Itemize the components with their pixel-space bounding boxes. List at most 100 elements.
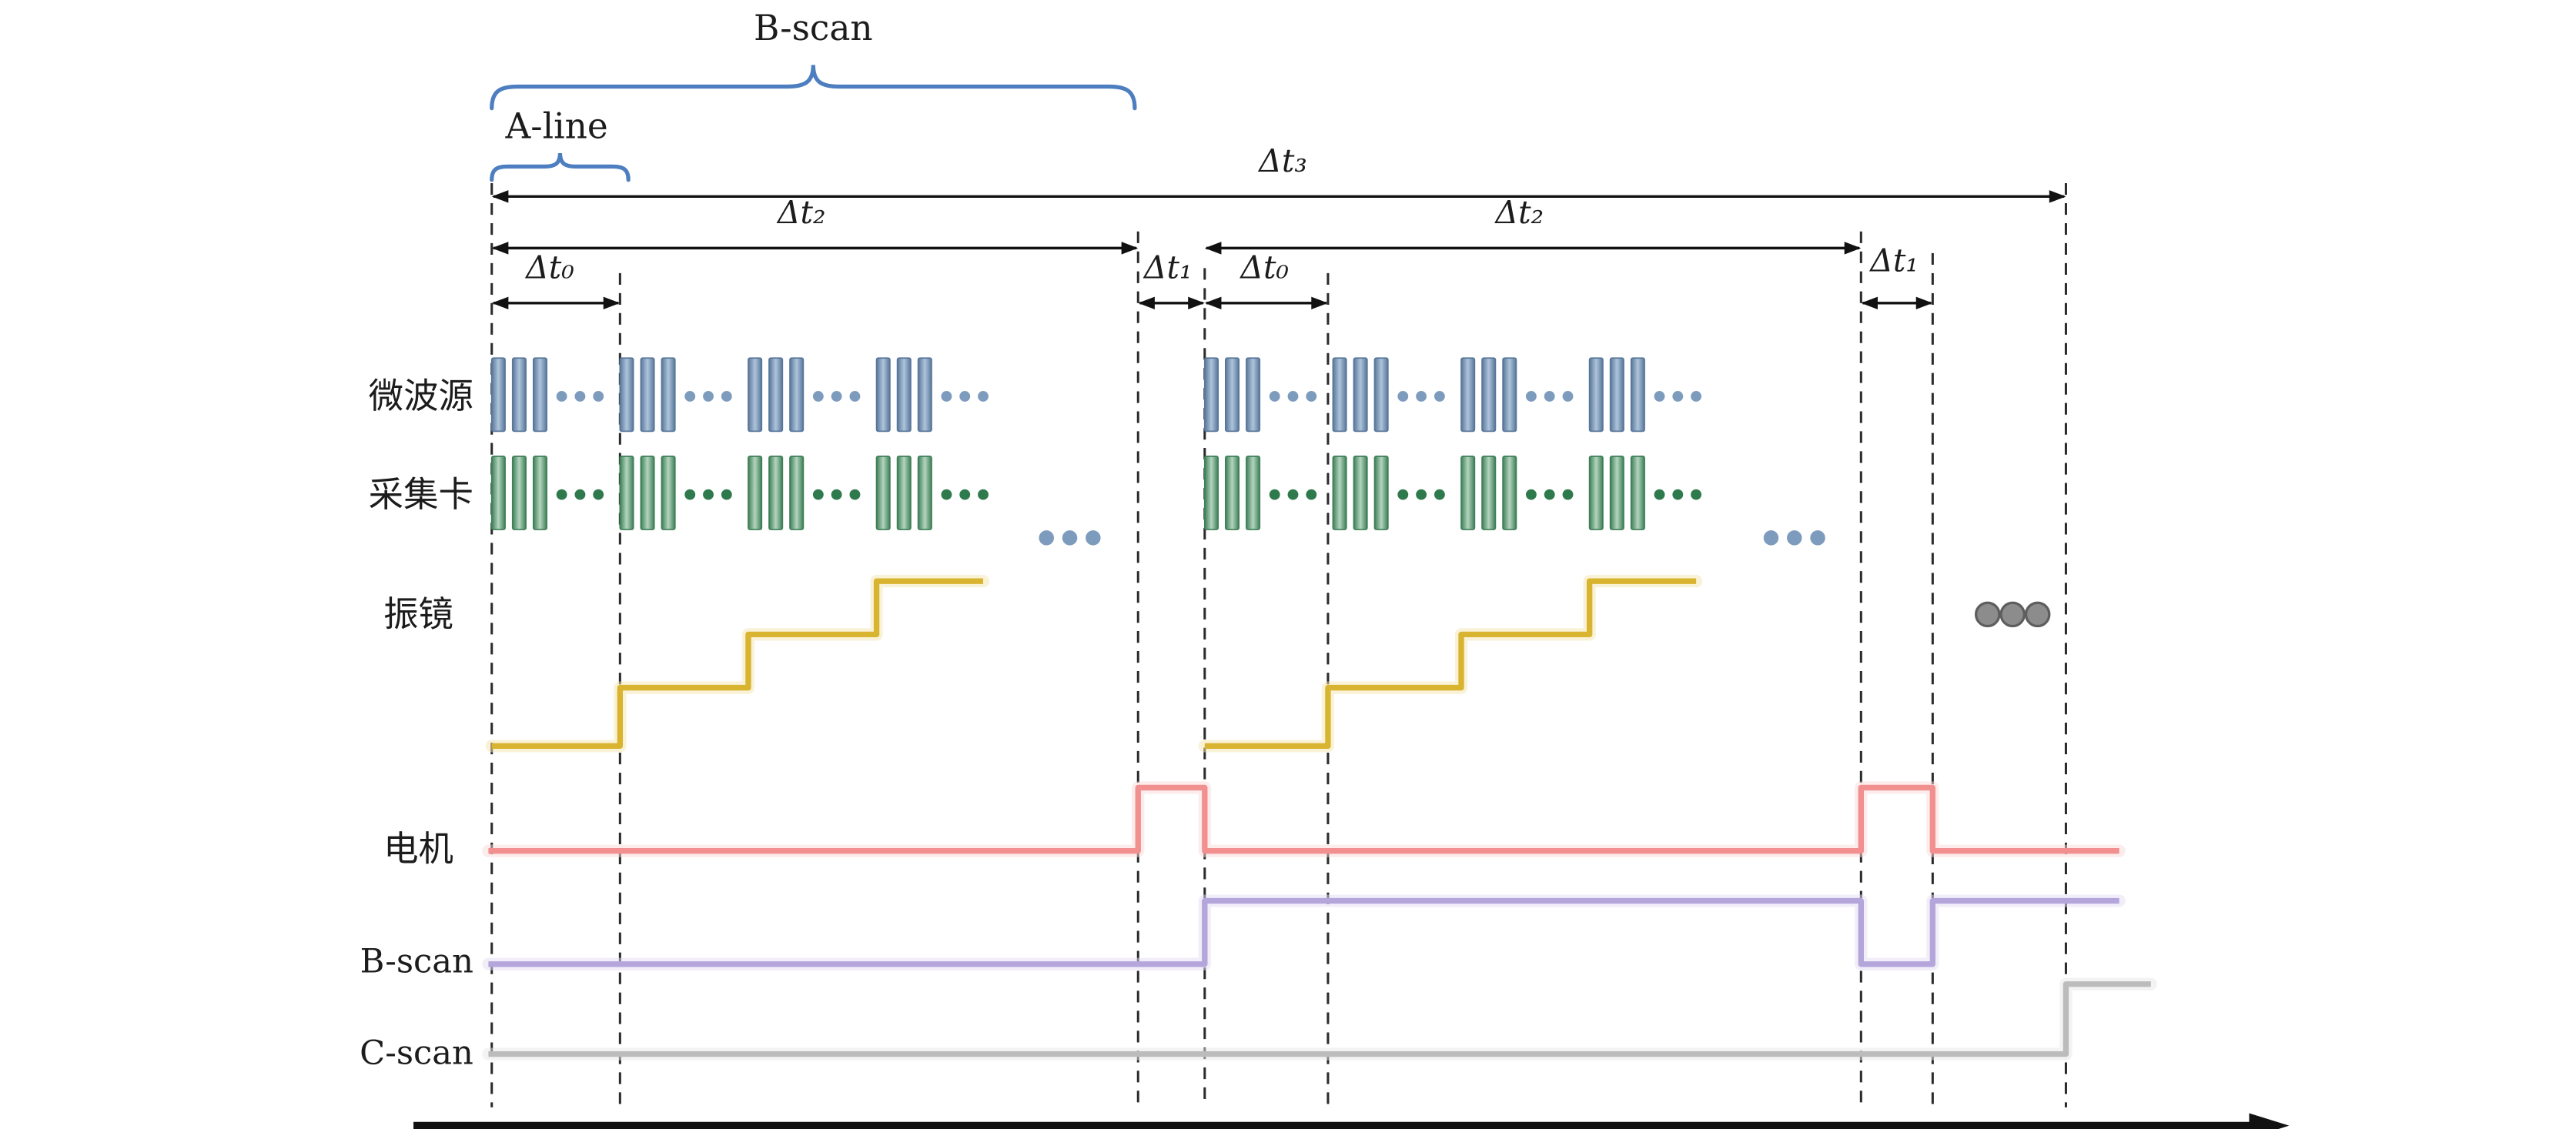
daq-dot	[1525, 489, 1537, 500]
continuation-dot	[2024, 601, 2051, 628]
microwave-pulse-bar	[917, 357, 932, 433]
daq-pulse-bar	[640, 455, 655, 530]
microwave-dot	[1306, 391, 1317, 402]
daq-pulse-bar	[1460, 455, 1476, 530]
daq-dot	[1269, 489, 1280, 500]
microwave-dot	[721, 391, 732, 402]
microwave-pulse-bar	[1224, 357, 1240, 433]
daq-pulse-bar	[532, 455, 548, 530]
row-label-c-scan: C-scan	[360, 1034, 473, 1073]
microwave-dot	[1654, 391, 1665, 402]
microwave-pulse-bar	[1246, 357, 1261, 433]
interval-label-dt0-a: Δt₀	[524, 249, 574, 286]
galvo-staircase-2-glow	[1198, 575, 1703, 753]
daq-dot	[1691, 489, 1702, 500]
interval-arrowhead-right-dt1-a	[1188, 296, 1205, 310]
daq-dot	[812, 489, 824, 500]
ellipsis-dot	[1787, 530, 1802, 546]
daq-pulse-bar	[768, 455, 784, 530]
microwave-dot	[1562, 391, 1574, 402]
daq-pulse-bar	[1588, 455, 1604, 530]
daq-pulse-bar	[1630, 455, 1645, 530]
bscan-waveform	[488, 897, 2119, 967]
bscan-brace	[490, 65, 1137, 111]
microwave-pulse-bar	[1203, 357, 1219, 433]
microwave-dot	[1544, 391, 1555, 402]
daq-pulse-bar	[748, 455, 763, 530]
microwave-pulse-bar	[640, 357, 655, 433]
microwave-pulse-bar	[511, 357, 527, 433]
aline-brace	[490, 152, 631, 182]
microwave-pulse-bar	[619, 357, 634, 433]
daq-dot	[1672, 489, 1684, 500]
interval-label-dt0-b: Δt₀	[1239, 249, 1289, 286]
daq-dot	[703, 489, 714, 500]
interval-arrowhead-left-dt1-a	[1138, 296, 1155, 310]
daq-pulse-bar	[896, 455, 912, 530]
microwave-pulse-bar	[768, 357, 784, 433]
daq-dot	[721, 489, 732, 500]
galvo-staircase-1-glow	[485, 575, 990, 753]
microwave-pulse-bar	[1502, 357, 1517, 433]
continuation-dot	[1974, 601, 2001, 628]
microwave-dot	[1691, 391, 1702, 402]
microwave-dot	[812, 391, 824, 402]
cscan-waveform-glow	[482, 977, 2157, 1061]
microwave-pulse-bar	[1609, 357, 1624, 433]
interval-label-dt1-b: Δt₁	[1868, 242, 1919, 279]
microwave-dot	[831, 391, 842, 402]
daq-pulse-bar	[1224, 455, 1240, 530]
daq-dot	[684, 489, 696, 500]
interval-arrowhead-right-dt0-a	[603, 296, 621, 310]
microwave-dot	[1525, 391, 1537, 402]
daq-pulse-bar	[511, 455, 527, 530]
bscan-brace-label: B-scan	[754, 8, 873, 48]
row-label-microwave-source: 微波源	[369, 376, 473, 416]
daq-pulse-bar	[1203, 455, 1219, 530]
daq-dot	[1434, 489, 1445, 500]
daq-dot	[941, 489, 952, 500]
daq-dot	[959, 489, 971, 500]
microwave-pulse-bar	[789, 357, 805, 433]
ellipsis-dot	[1763, 530, 1779, 546]
daq-pulse-bar	[490, 455, 506, 530]
interval-label-dt2-a: Δt₂	[776, 194, 826, 231]
daq-dot	[1544, 489, 1555, 500]
daq-pulse-bar	[917, 455, 932, 530]
ellipsis-dot	[1810, 530, 1825, 546]
daq-dot	[574, 489, 586, 500]
microwave-pulse-bar	[1353, 357, 1368, 433]
microwave-dot	[574, 391, 586, 402]
microwave-dot	[941, 391, 952, 402]
daq-pulse-bar	[1373, 455, 1389, 530]
microwave-pulse-bar	[896, 357, 912, 433]
microwave-dot	[1287, 391, 1299, 402]
ellipsis-dot	[1062, 530, 1078, 546]
daq-dot	[1287, 489, 1299, 500]
daq-dot	[1306, 489, 1317, 500]
continuation-dot	[1999, 601, 2026, 628]
microwave-dot	[1434, 391, 1445, 402]
interval-arrowhead-right-dt1-b	[1915, 296, 1933, 310]
interval-arrowhead-right-dt3	[2049, 190, 2066, 203]
motor-waveform-glow	[482, 781, 2126, 857]
motor-waveform	[488, 784, 2119, 854]
daq-pulse-bar	[1332, 455, 1347, 530]
interval-arrowhead-right-dt0-b	[1311, 296, 1328, 310]
row-label-b-scan: B-scan	[360, 943, 473, 981]
microwave-dot	[1269, 391, 1280, 402]
daq-pulse-bar	[1353, 455, 1368, 530]
galvo-staircase-2	[1204, 578, 1697, 750]
row-label-motor: 电机	[383, 829, 453, 870]
interval-arrowhead-left-dt2-a	[491, 242, 509, 255]
daq-dot	[1654, 489, 1665, 500]
interval-label-dt1-a: Δt₁	[1142, 249, 1193, 286]
daq-dot	[593, 489, 604, 500]
microwave-pulse-bar	[1460, 357, 1476, 433]
bscan-waveform-glow	[482, 894, 2126, 970]
microwave-dot	[1416, 391, 1427, 402]
daq-dot	[1562, 489, 1574, 500]
interval-arrowhead-right-dt2-a	[1121, 242, 1139, 255]
